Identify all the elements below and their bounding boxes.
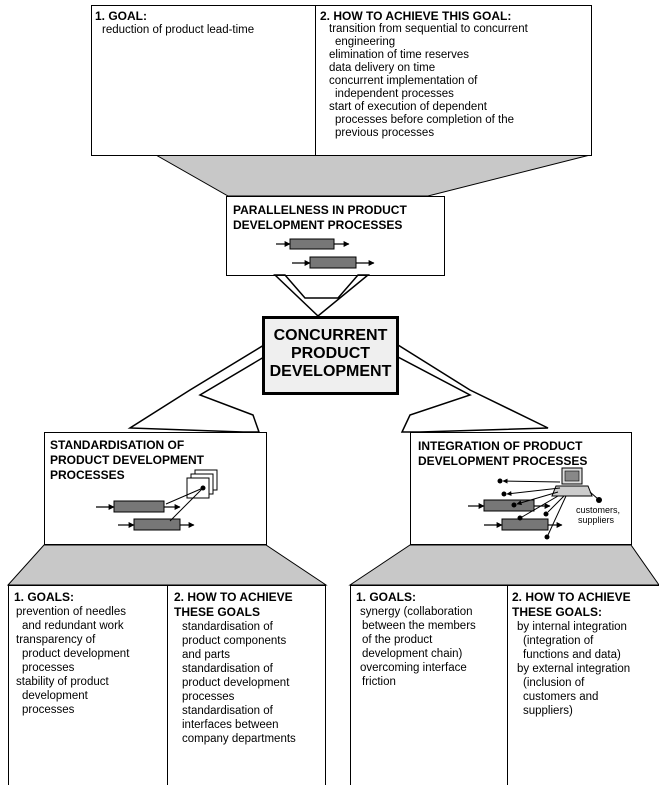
parallelness-title-line-2: DEVELOPMENT PROCESSES <box>233 218 403 232</box>
br-goal-line: development chain) <box>362 648 463 660</box>
br-how-line: suppliers) <box>523 705 573 717</box>
integration-title-line-2: DEVELOPMENT PROCESSES <box>418 454 588 468</box>
bl-how-line: company departments <box>182 733 296 745</box>
arrow-to-standardisation <box>127 343 265 433</box>
br-goal-line: friction <box>362 676 396 688</box>
parallel-process-icon <box>276 238 375 269</box>
top-funnel <box>154 154 591 197</box>
br-goal-line: between the members <box>362 620 476 632</box>
br-how-line: by external integration <box>517 663 631 675</box>
bl-how-line: product development <box>182 677 290 689</box>
top-how-line: previous processes <box>335 127 435 139</box>
br-how-line: functions and data) <box>523 649 621 661</box>
bl-goal-line: stability of product <box>16 676 109 688</box>
top-how-line: independent processes <box>335 88 454 100</box>
top-how-line: transition from sequential to concurrent <box>329 23 528 35</box>
center-title-line-3: DEVELOPMENT <box>269 363 392 380</box>
br-goal-line: synergy (collaboration <box>360 606 473 618</box>
bl-goal-line: processes <box>22 704 75 716</box>
br-how-line: (inclusion of <box>523 677 585 689</box>
bl-how-line: product components <box>182 635 287 647</box>
standardisation-title-line-3: PROCESSES <box>50 468 125 482</box>
bl-how-line: standardisation of <box>182 705 273 717</box>
br-how-line: by internal integration <box>517 621 627 633</box>
bl-how-line: standardisation of <box>182 621 273 633</box>
bottom-left-funnel <box>6 544 328 586</box>
integration-box <box>410 432 632 545</box>
bottom-right-goals-box <box>350 585 508 785</box>
top-goal-title: 1. GOAL: <box>95 9 148 23</box>
top-how-line: processes before completion of the <box>335 114 514 126</box>
bottom-left-how-title-line-2: THESE GOALS <box>174 605 261 619</box>
top-how-title: 2. HOW TO ACHIEVE THIS GOAL: <box>320 9 512 23</box>
integration-network-icon <box>468 467 602 540</box>
bottom-left-goals-title: 1. GOALS: <box>14 590 75 604</box>
parallelness-box <box>226 196 445 276</box>
top-goal-box <box>91 5 316 156</box>
standardisation-process-icon <box>96 469 218 531</box>
integration-title-line-1: INTEGRATION OF PRODUCT <box>418 439 583 453</box>
top-how-line: engineering <box>335 36 396 48</box>
br-how-line: customers and <box>523 691 599 703</box>
concurrent-development-box <box>262 316 399 395</box>
bottom-right-how-title-line-1: 2. HOW TO ACHIEVE <box>512 590 631 604</box>
bl-how-line: and parts <box>182 649 230 661</box>
br-goal-line: overcoming interface <box>360 662 467 674</box>
br-how-line: (integration of <box>523 635 594 647</box>
br-goal-line: of the product <box>362 634 433 646</box>
standardisation-box <box>44 432 267 545</box>
bl-goal-line: prevention of needles <box>16 606 126 618</box>
arrow-to-integration <box>397 343 549 433</box>
standardisation-title-line-2: PRODUCT DEVELOPMENT <box>50 453 205 467</box>
bottom-left-how-box <box>167 585 326 785</box>
center-title-line-1: CONCURRENT <box>273 327 388 344</box>
center-title-line-2: PRODUCT <box>290 345 371 362</box>
bottom-right-how-box <box>507 585 659 785</box>
bottom-left-how-title-line-1: 2. HOW TO ACHIEVE <box>174 590 293 604</box>
bl-goal-line: development <box>22 690 88 702</box>
top-how-line: concurrent implementation of <box>329 75 478 87</box>
down-arrow-to-center <box>273 274 371 318</box>
bl-how-line: standardisation of <box>182 663 273 675</box>
bl-goal-line: transparency of <box>16 634 96 646</box>
top-how-box <box>315 5 592 156</box>
bl-how-line: processes <box>182 691 235 703</box>
partners-label-line-1: customers, <box>576 505 621 515</box>
top-how-line: start of execution of dependent <box>329 101 487 113</box>
bl-goal-line: processes <box>22 662 75 674</box>
top-how-line: data delivery on time <box>329 62 436 74</box>
bl-goal-line: and redundant work <box>22 620 124 632</box>
partners-label-line-2: suppliers <box>578 515 615 525</box>
top-how-line: elimination of time reserves <box>329 49 469 61</box>
bl-how-line: interfaces between <box>182 719 279 731</box>
bottom-right-how-title-line-2: THESE GOALS: <box>512 605 603 619</box>
standardisation-title-line-1: STANDARDISATION OF <box>50 438 185 452</box>
parallelness-title-line-1: PARALLELNESS IN PRODUCT <box>233 203 407 217</box>
top-goal-item: reduction of product lead-time <box>102 24 255 36</box>
bottom-right-funnel <box>348 544 659 586</box>
bottom-right-goals-title: 1. GOALS: <box>356 590 417 604</box>
bl-goal-line: product development <box>22 648 130 660</box>
